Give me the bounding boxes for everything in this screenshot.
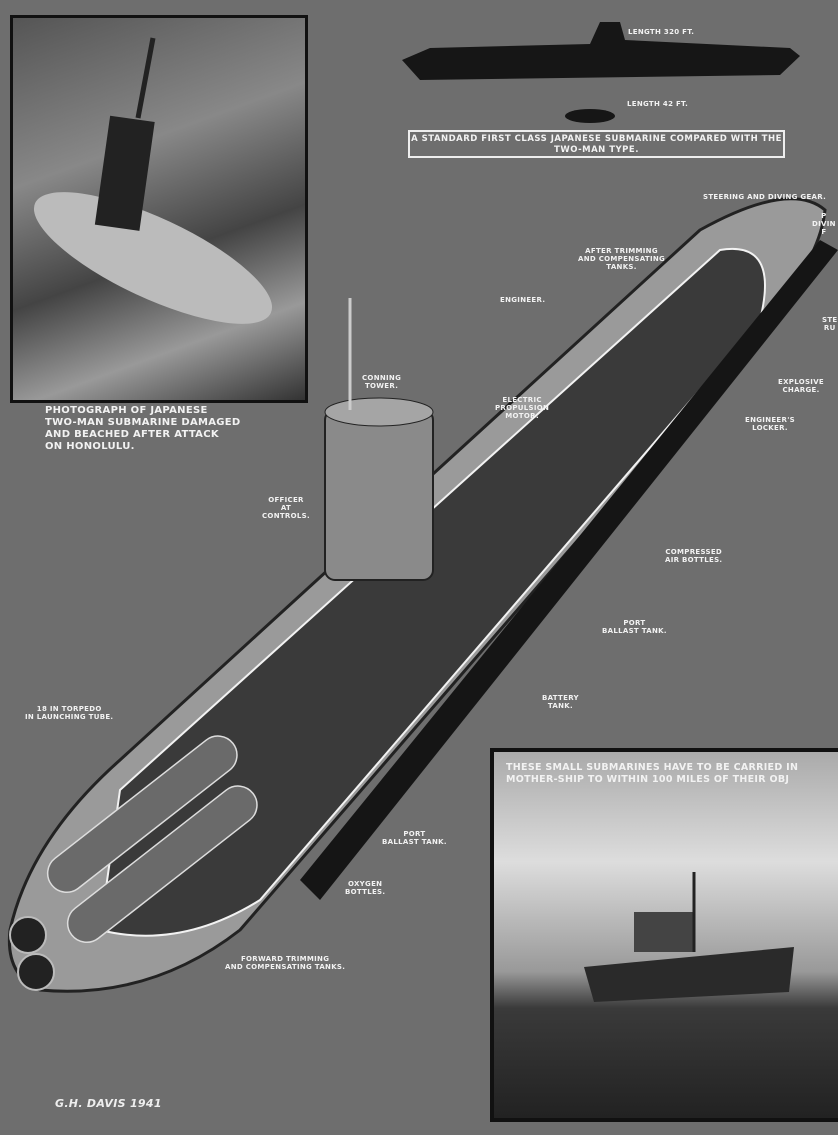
cutaway-section	[98, 247, 766, 937]
label-port-ballast-1: PORT BALLAST TANK.	[602, 619, 667, 635]
label-air-bottles: COMPRESSED AIR BOTTLES.	[665, 548, 723, 564]
label-locker: ENGINEER'S LOCKER.	[745, 416, 795, 432]
label-battery: BATTERY TANK.	[542, 694, 579, 710]
label-oxygen: OXYGEN BOTTLES.	[345, 880, 386, 896]
comparison-caption: A STANDARD FIRST CLASS JAPANESE SUBMARIN…	[408, 130, 785, 158]
mother-ship-caption: THESE SMALL SUBMARINES HAVE TO BE CARRIE…	[506, 762, 799, 785]
beached-submarine-photo	[10, 15, 308, 403]
artist-signature: G.H. DAVIS 1941	[55, 1097, 162, 1110]
label-port-ballast-2: PORT BALLAST TANK.	[382, 830, 447, 846]
label-stern-partial: STE RU	[822, 316, 838, 332]
label-officer: OFFICER AT CONTROLS.	[262, 496, 310, 520]
conning-tower	[324, 409, 434, 581]
hull-shadow	[300, 240, 838, 900]
label-after-trimming: AFTER TRIMMING AND COMPENSATING TANKS.	[578, 247, 666, 271]
label-steering: STEERING AND DIVING GEAR.	[703, 193, 827, 201]
label-conning-tower: CONNING TOWER.	[362, 374, 402, 390]
beached-submarine-drawing	[33, 37, 273, 324]
label-forward-trimming: FORWARD TRIMMING AND COMPENSATING TANKS.	[225, 955, 346, 971]
torpedo-tubes	[46, 735, 258, 944]
mother-ship-photo: THESE SMALL SUBMARINES HAVE TO BE CARRIE…	[490, 748, 838, 1122]
large-submarine-silhouette	[402, 22, 800, 80]
label-torpedo: 18 IN TORPEDO IN LAUNCHING TUBE.	[25, 705, 114, 721]
label-small-length: LENGTH 42 FT.	[627, 100, 689, 108]
label-large-length: LENGTH 320 FT.	[628, 28, 695, 36]
mother-ship-drawing	[584, 872, 794, 1002]
label-engineer: ENGINEER.	[500, 296, 546, 304]
label-explosive: EXPLOSIVE CHARGE.	[778, 378, 825, 394]
small-submarine-silhouette	[565, 109, 615, 123]
label-motor: ELECTRIC PROPULSION MOTOR.	[495, 396, 550, 420]
photo-caption: PHOTOGRAPH OF JAPANESE TWO-MAN SUBMARINE…	[45, 405, 241, 452]
label-diving-partial: P DIVIN F	[812, 212, 836, 236]
